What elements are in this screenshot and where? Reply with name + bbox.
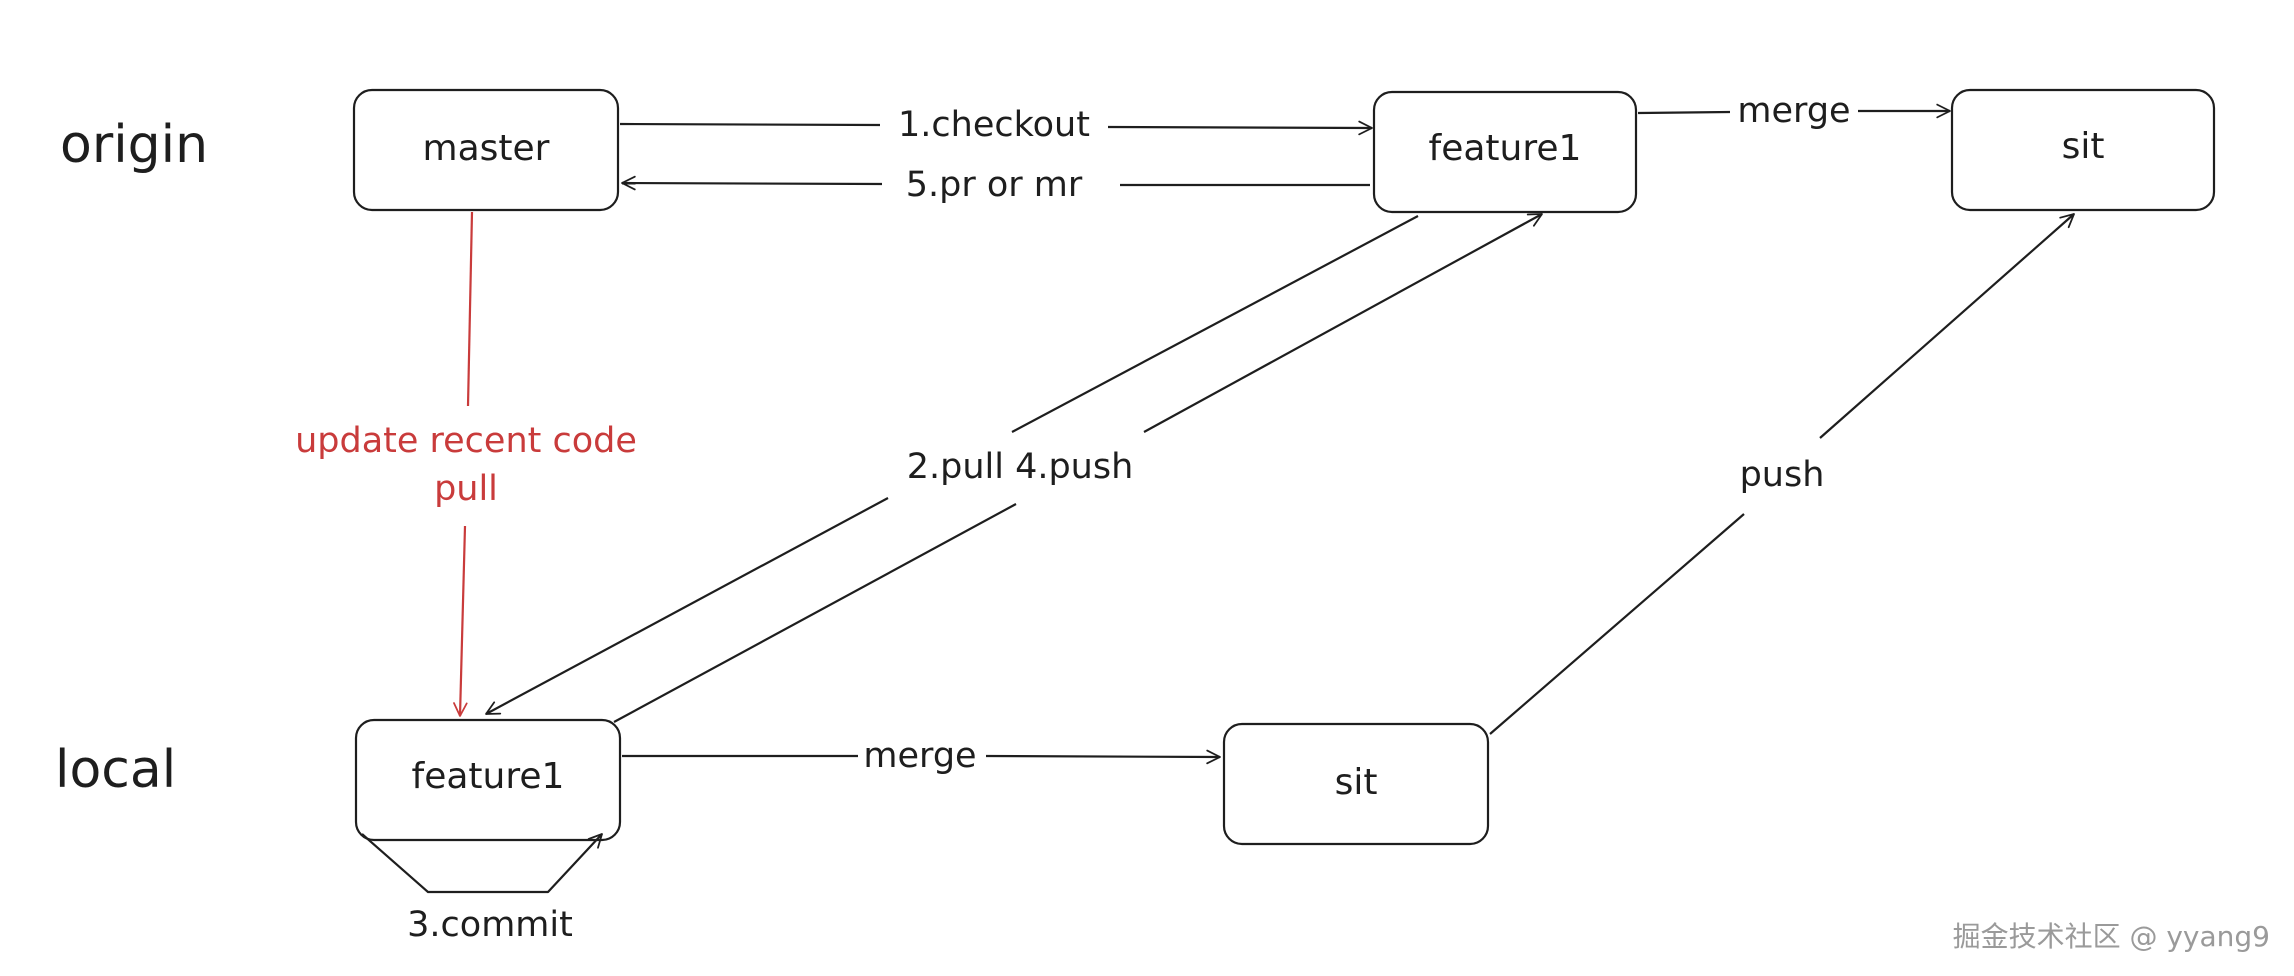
edge-label-merge-origin: merge — [1737, 91, 1850, 131]
edge-label-update-line2: pull — [434, 469, 498, 509]
node-local-sit: sit — [1222, 722, 1490, 846]
edge-label-merge-local: merge — [863, 736, 976, 776]
node-origin-master: master — [352, 88, 620, 212]
edge-merge-local: merge — [622, 736, 1221, 776]
edge-push-feature1 — [613, 213, 1543, 723]
edge-checkout: 1.checkout — [619, 105, 1373, 145]
node-label-master: master — [423, 128, 550, 169]
node-origin-feature1: feature1 — [1372, 90, 1638, 214]
node-label-sit-origin: sit — [2062, 126, 2105, 167]
watermark: 掘金技术社区 @ yyang9 — [1953, 920, 2270, 953]
edge-merge-origin: merge — [1637, 91, 1951, 131]
edge-label-pr-or-mr: 5.pr or mr — [906, 165, 1083, 205]
edge-commit: 3.commit — [361, 833, 603, 945]
row-label-local: local — [55, 740, 176, 800]
node-local-feature1: feature1 — [354, 718, 622, 842]
node-label-feature1-origin: feature1 — [1429, 128, 1582, 169]
edge-label-commit: 3.commit — [407, 905, 573, 945]
node-label-sit-local: sit — [1335, 762, 1378, 803]
node-label-feature1-local: feature1 — [412, 756, 565, 797]
edge-label-push-sit: push — [1740, 455, 1825, 495]
edge-update-recent-code: update recent code pull — [295, 211, 637, 717]
node-origin-sit: sit — [1950, 88, 2216, 212]
edge-label-pull-push: 2.pull 4.push — [907, 447, 1134, 487]
row-label-origin: origin — [60, 115, 208, 175]
edge-push-sit: push — [1489, 213, 2075, 735]
edge-label-checkout: 1.checkout — [898, 105, 1090, 145]
edge-label-update-line1: update recent code — [295, 421, 637, 461]
edge-pull — [485, 215, 1419, 715]
edge-pr-or-mr: 5.pr or mr — [621, 165, 1370, 205]
